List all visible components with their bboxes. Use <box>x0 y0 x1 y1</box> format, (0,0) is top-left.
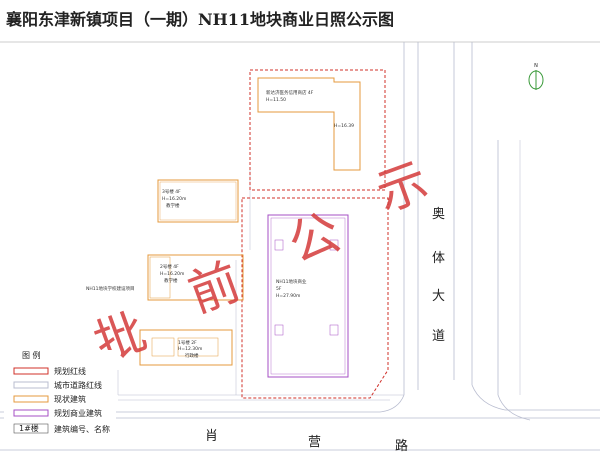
building-3-name: 3号楼 4F <box>162 188 181 195</box>
school-project-label: NH11地块学校建设项目 <box>86 285 134 292</box>
commercial-floors: 5F <box>276 286 282 292</box>
legend-item-road-line: 城市道路红线 <box>13 380 102 390</box>
existing-building-1[interactable]: 1号楼 2F H=12.30m 行政楼 <box>139 329 233 366</box>
building-2-use: 教学楼 <box>164 277 178 284</box>
page-title: 襄阳东津新镇项目（一期）NH11地块商业日照公示图 <box>6 10 395 29</box>
east-road-label: 奥 体 大 道 <box>432 207 445 344</box>
north-arrow-icon: N <box>528 63 544 90</box>
east-road-char-2: 体 <box>432 251 445 266</box>
legend-heading: 图 例 <box>22 350 41 360</box>
south-road-char-1: 肖 <box>205 429 218 444</box>
legend-building-number-sample: 1#楼 <box>19 423 39 433</box>
building-1-name: 1号楼 2F <box>178 339 197 346</box>
existing-building-2[interactable]: 2号楼 4F H=16.20m 教学楼 <box>147 254 244 301</box>
watermark-char-2: 前 <box>181 252 248 324</box>
south-road-char-2: 营 <box>308 435 321 450</box>
north-label: N <box>534 63 538 69</box>
building-2-height: H=16.20m <box>160 271 184 277</box>
building-3-use: 教学楼 <box>166 202 180 209</box>
existing-building-3[interactable]: 3号楼 4F H=16.20m 教学楼 <box>157 179 239 223</box>
watermark-char-3: 公 <box>281 202 348 274</box>
east-road-char-1: 奥 <box>432 207 445 222</box>
watermark-char-4: 示 <box>369 151 436 223</box>
south-road-label: 肖 营 路 <box>205 429 408 454</box>
legend: 图 例 规划红线 城市道路红线 现状建筑 规划商业建筑 1#楼 建筑编号、名称 <box>4 350 116 445</box>
road-lines <box>0 41 600 451</box>
legend-item-existing-building: 现状建筑 <box>13 394 86 404</box>
commercial-name: NH11地块商业 <box>276 278 307 285</box>
north-building-height-2: H=16.39 <box>334 123 354 129</box>
planning-red-line-commercial <box>241 197 389 399</box>
legend-item-planning-red-line: 规划红线 <box>13 366 86 376</box>
legend-item-planned-commercial: 规划商业建筑 <box>13 408 102 418</box>
building-1-height: H=12.30m <box>178 346 202 352</box>
svg-text:规划红线: 规划红线 <box>54 366 86 376</box>
existing-building-north[interactable]: 新达济医务信用商店 4F H=11.50 H=16.39 <box>257 77 361 171</box>
south-road-char-3: 路 <box>395 438 408 454</box>
north-building-name: 新达济医务信用商店 4F <box>266 89 314 96</box>
building-1-use: 行政楼 <box>185 352 199 359</box>
svg-text:规划商业建筑: 规划商业建筑 <box>54 408 102 418</box>
building-2-name: 2号楼 4F <box>160 263 179 270</box>
east-road-char-4: 道 <box>432 329 445 344</box>
north-building-height: H=11.50 <box>266 97 286 103</box>
svg-text:现状建筑: 现状建筑 <box>54 394 86 404</box>
planned-commercial-building[interactable]: NH11地块商业 5F H=27.90m <box>267 214 349 378</box>
watermark-pre-approval: 批 前 公 示 <box>87 151 436 373</box>
east-road-char-3: 大 <box>432 289 445 304</box>
planning-red-line-north <box>249 69 386 191</box>
legend-item-building-number: 1#楼 建筑编号、名称 <box>13 423 110 434</box>
commercial-height: H=27.90m <box>276 293 300 299</box>
building-3-height: H=16.20m <box>162 196 186 202</box>
svg-text:建筑编号、名称: 建筑编号、名称 <box>54 424 110 434</box>
svg-text:城市道路红线: 城市道路红线 <box>54 380 102 390</box>
